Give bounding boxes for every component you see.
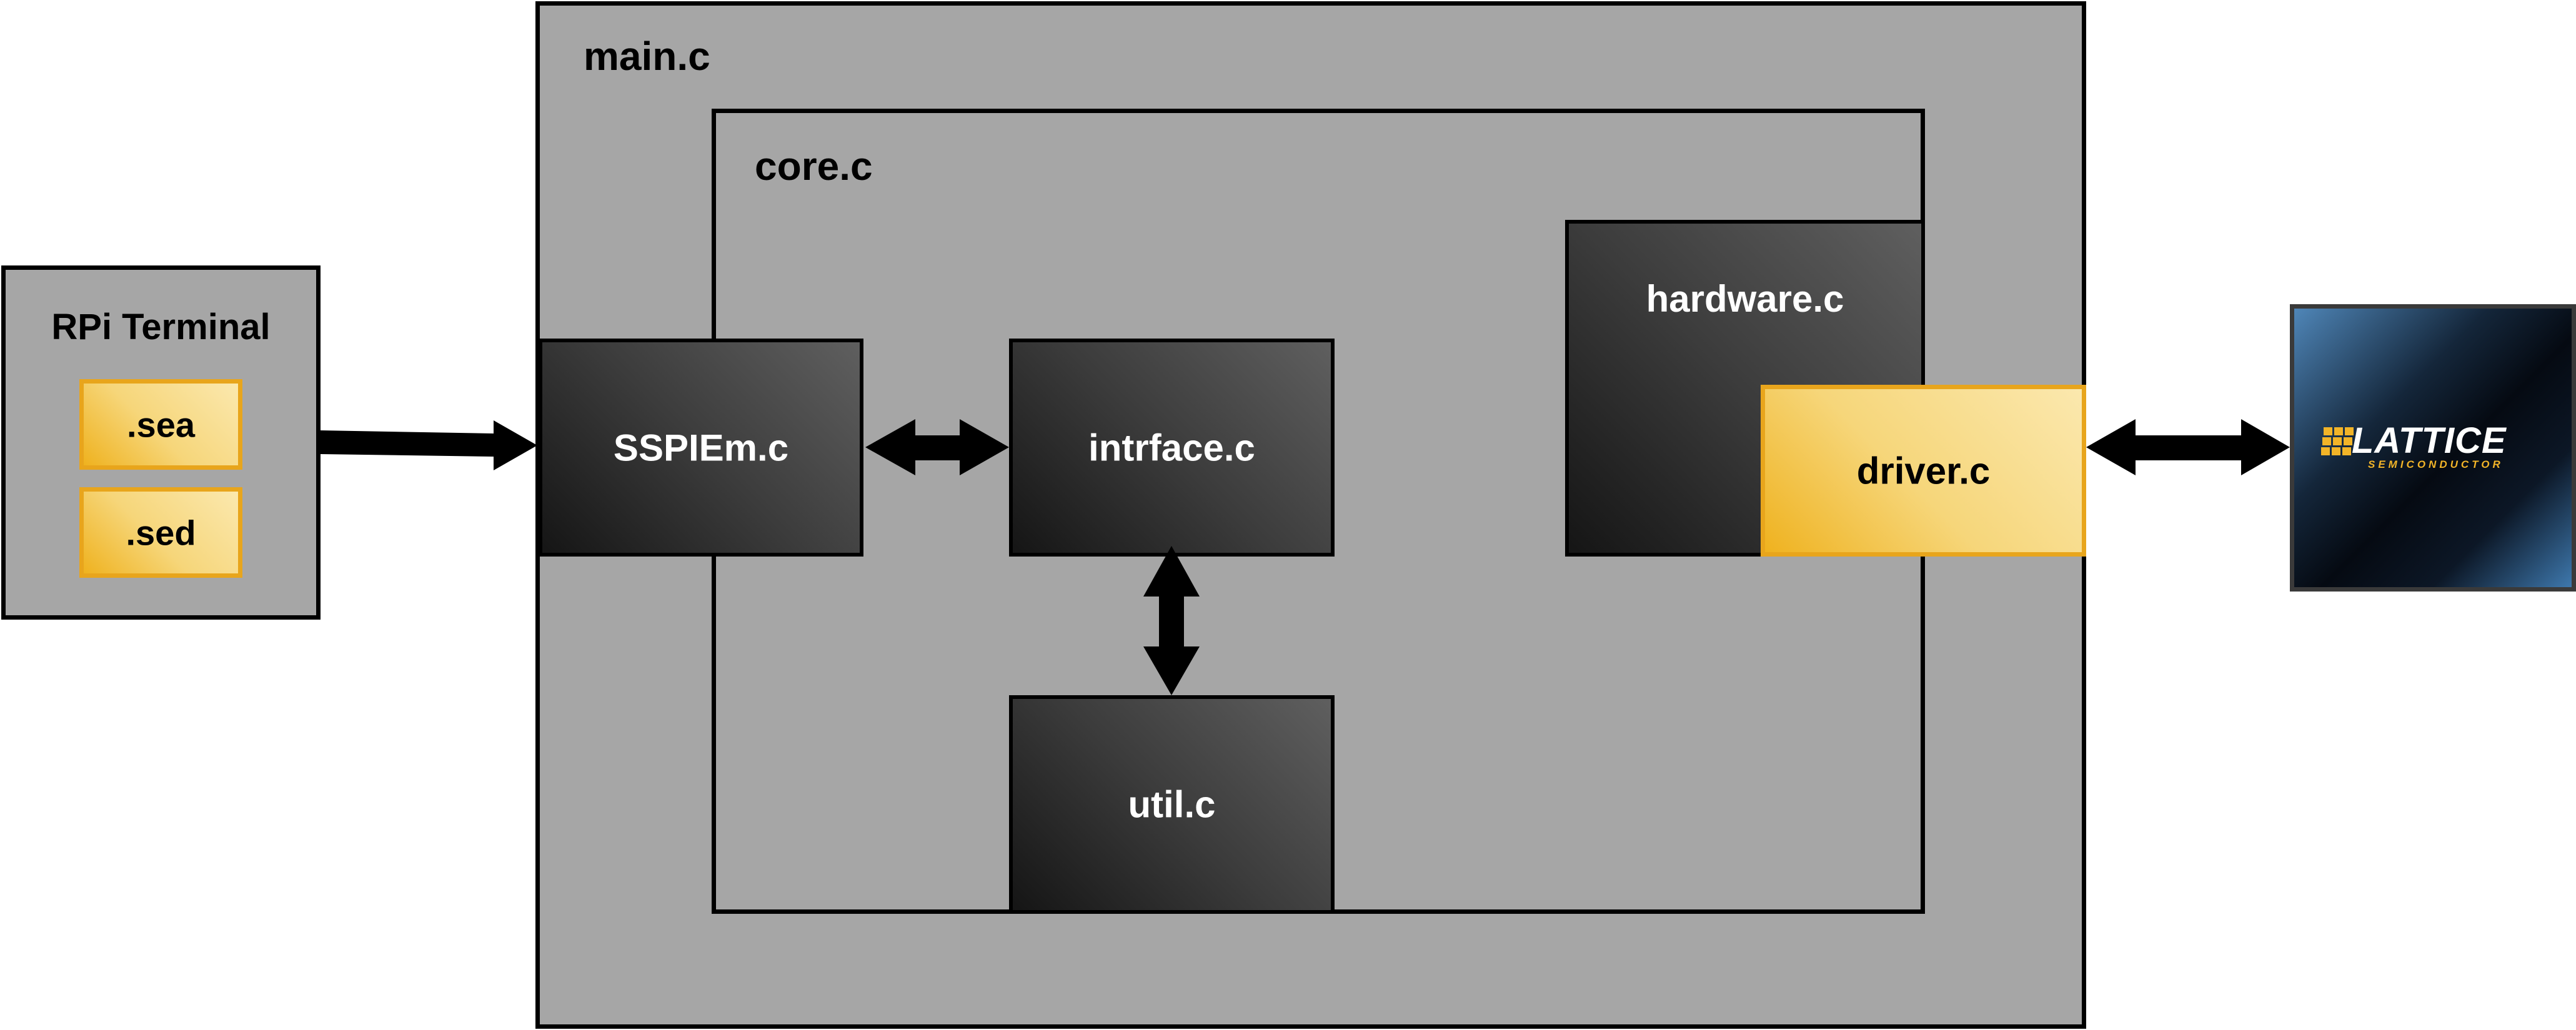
rpi-terminal-title: RPi Terminal bbox=[51, 307, 271, 347]
sed-file: .sed bbox=[79, 487, 242, 578]
driver-c-module: driver.c bbox=[1761, 385, 2086, 557]
core-c-label: core.c bbox=[755, 144, 873, 189]
driver-c-label: driver.c bbox=[1856, 450, 1991, 492]
lattice-subbrand: SEMICONDUCTOR bbox=[2368, 458, 2504, 470]
lattice-brand: LATTICE bbox=[2352, 420, 2507, 461]
sea-file: .sea bbox=[79, 379, 242, 470]
arrow-rpi-to-sspiem bbox=[321, 420, 537, 470]
arrow-sspiem-intrface bbox=[865, 419, 1009, 475]
intrface-c-label: intrface.c bbox=[1088, 427, 1255, 468]
arrow-intrface-util bbox=[1143, 546, 1200, 695]
sspiem-c-module: SSPIEm.c bbox=[539, 339, 863, 557]
sed-file-label: .sed bbox=[126, 513, 196, 552]
sspiem-c-label: SSPIEm.c bbox=[613, 427, 789, 468]
main-c-label: main.c bbox=[584, 34, 710, 79]
util-c-module: util.c bbox=[1009, 695, 1335, 914]
arrow-driver-lattice bbox=[2086, 419, 2290, 475]
hardware-c-label: hardware.c bbox=[1646, 278, 1844, 320]
util-c-label: util.c bbox=[1128, 783, 1216, 826]
lattice-chip: LATTICE SEMICONDUCTOR bbox=[2290, 304, 2576, 592]
lattice-logo-icon bbox=[2321, 427, 2354, 455]
sea-file-label: .sea bbox=[127, 405, 195, 444]
intrface-c-module: intrface.c bbox=[1009, 339, 1335, 557]
